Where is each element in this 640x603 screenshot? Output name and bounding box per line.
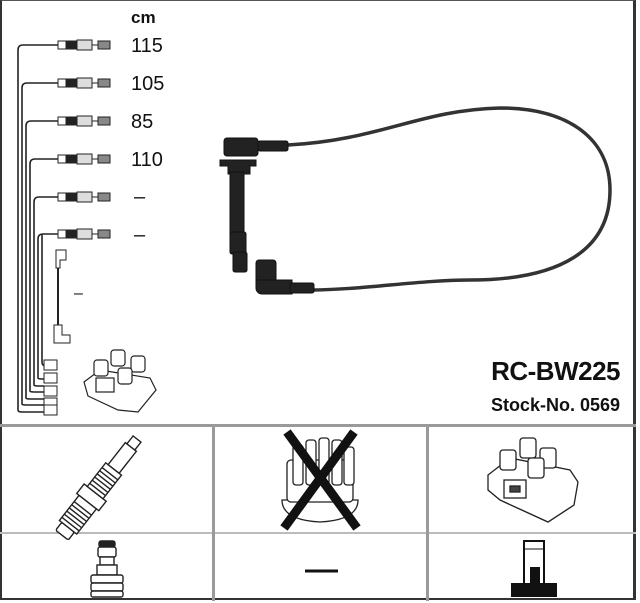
- stock-number: Stock-No. 0569: [490, 395, 620, 415]
- cross-out-icon: [280, 429, 361, 531]
- unit-label: cm: [131, 8, 156, 27]
- grid-divider-left: [212, 425, 215, 601]
- length-label-3: 85: [131, 111, 154, 133]
- length-label-2: 105: [131, 73, 165, 95]
- spark-plug-terminal-icon: [90, 540, 124, 598]
- coil-lead-length-label: –: [74, 285, 83, 302]
- ignition-cable: [286, 106, 612, 292]
- plug-connectors: [57, 39, 111, 240]
- coil-pack-small: [83, 349, 157, 413]
- grid-divider-top: [0, 424, 636, 427]
- length-label-1: 115: [131, 35, 163, 57]
- length-label-6: –: [134, 224, 146, 246]
- spark-plug-icon: [55, 434, 142, 540]
- grid-divider-right: [426, 425, 429, 601]
- coil-terminal-icon: [511, 540, 557, 597]
- ignition-coil-icon: [487, 437, 579, 523]
- grid-divider-middle: [0, 532, 636, 534]
- length-label-5: –: [134, 186, 146, 208]
- product-title: RC-BW225: [491, 356, 620, 386]
- length-label-4: 110: [131, 149, 163, 171]
